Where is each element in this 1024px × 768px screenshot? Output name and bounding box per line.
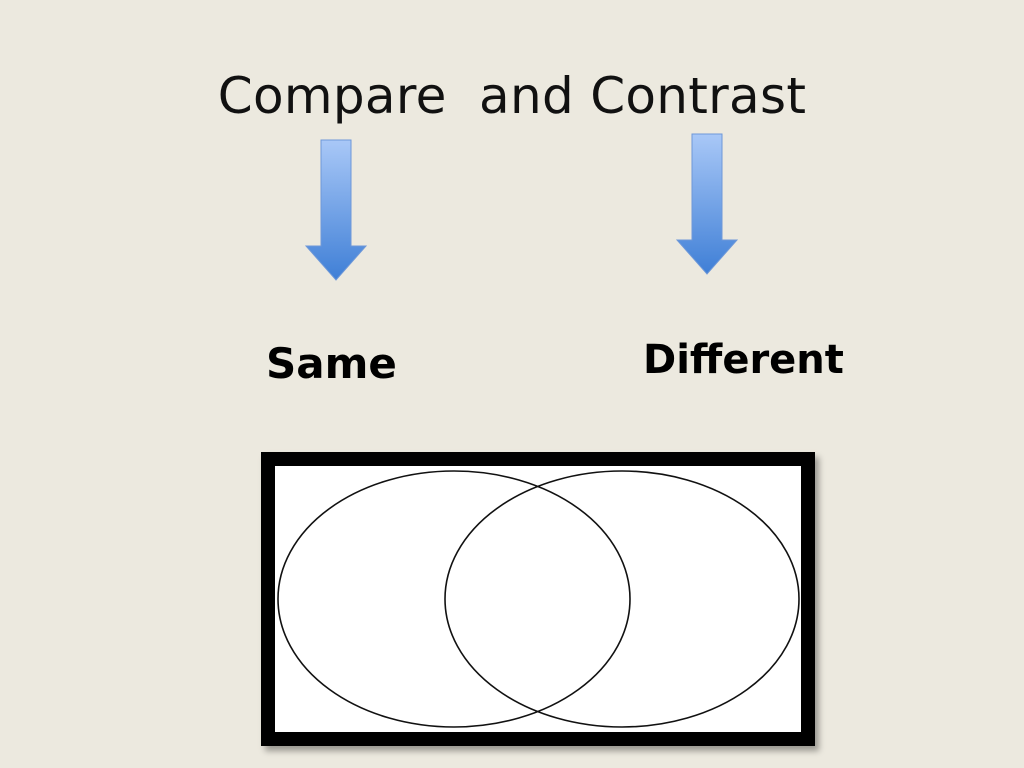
venn-circle-left — [277, 470, 631, 728]
label-same: Same — [266, 339, 397, 388]
venn-diagram-frame — [261, 452, 815, 746]
venn-diagram — [277, 470, 800, 728]
down-arrow-icon — [675, 133, 739, 275]
label-different: Different — [643, 337, 844, 383]
down-arrow-icon — [304, 139, 368, 281]
venn-circle-right — [444, 470, 800, 728]
slide-title: Compare and Contrast — [217, 67, 807, 125]
